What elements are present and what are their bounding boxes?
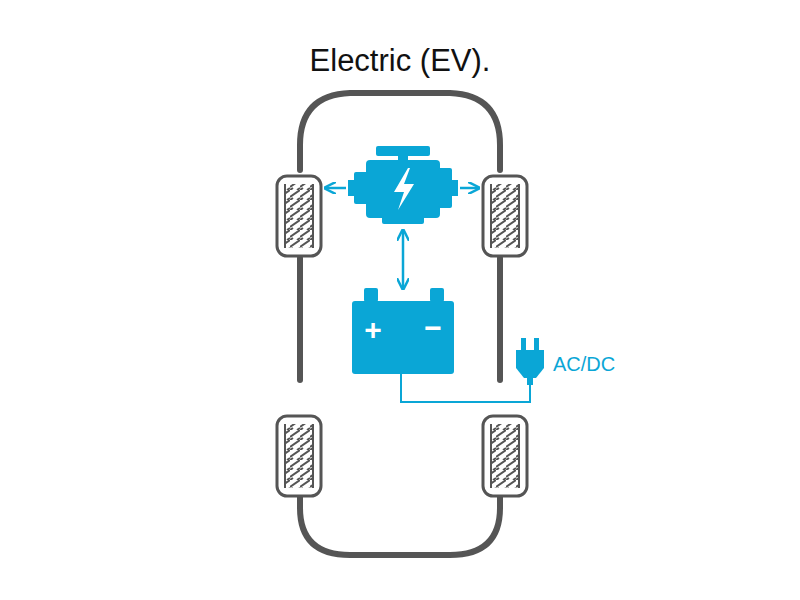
plug: [516, 338, 544, 385]
charger-label: AC/DC: [553, 354, 615, 374]
battery-terminal-sign: +: [364, 315, 382, 345]
battery: [352, 288, 454, 374]
battery-terminal-sign: −: [424, 313, 442, 343]
diagram-title: Electric (EV).: [310, 45, 491, 76]
power-arrows: [325, 188, 479, 289]
wheels: [277, 176, 527, 496]
charging-cable: [401, 374, 530, 402]
electric-motor: [348, 146, 458, 224]
car-body: [300, 93, 500, 555]
